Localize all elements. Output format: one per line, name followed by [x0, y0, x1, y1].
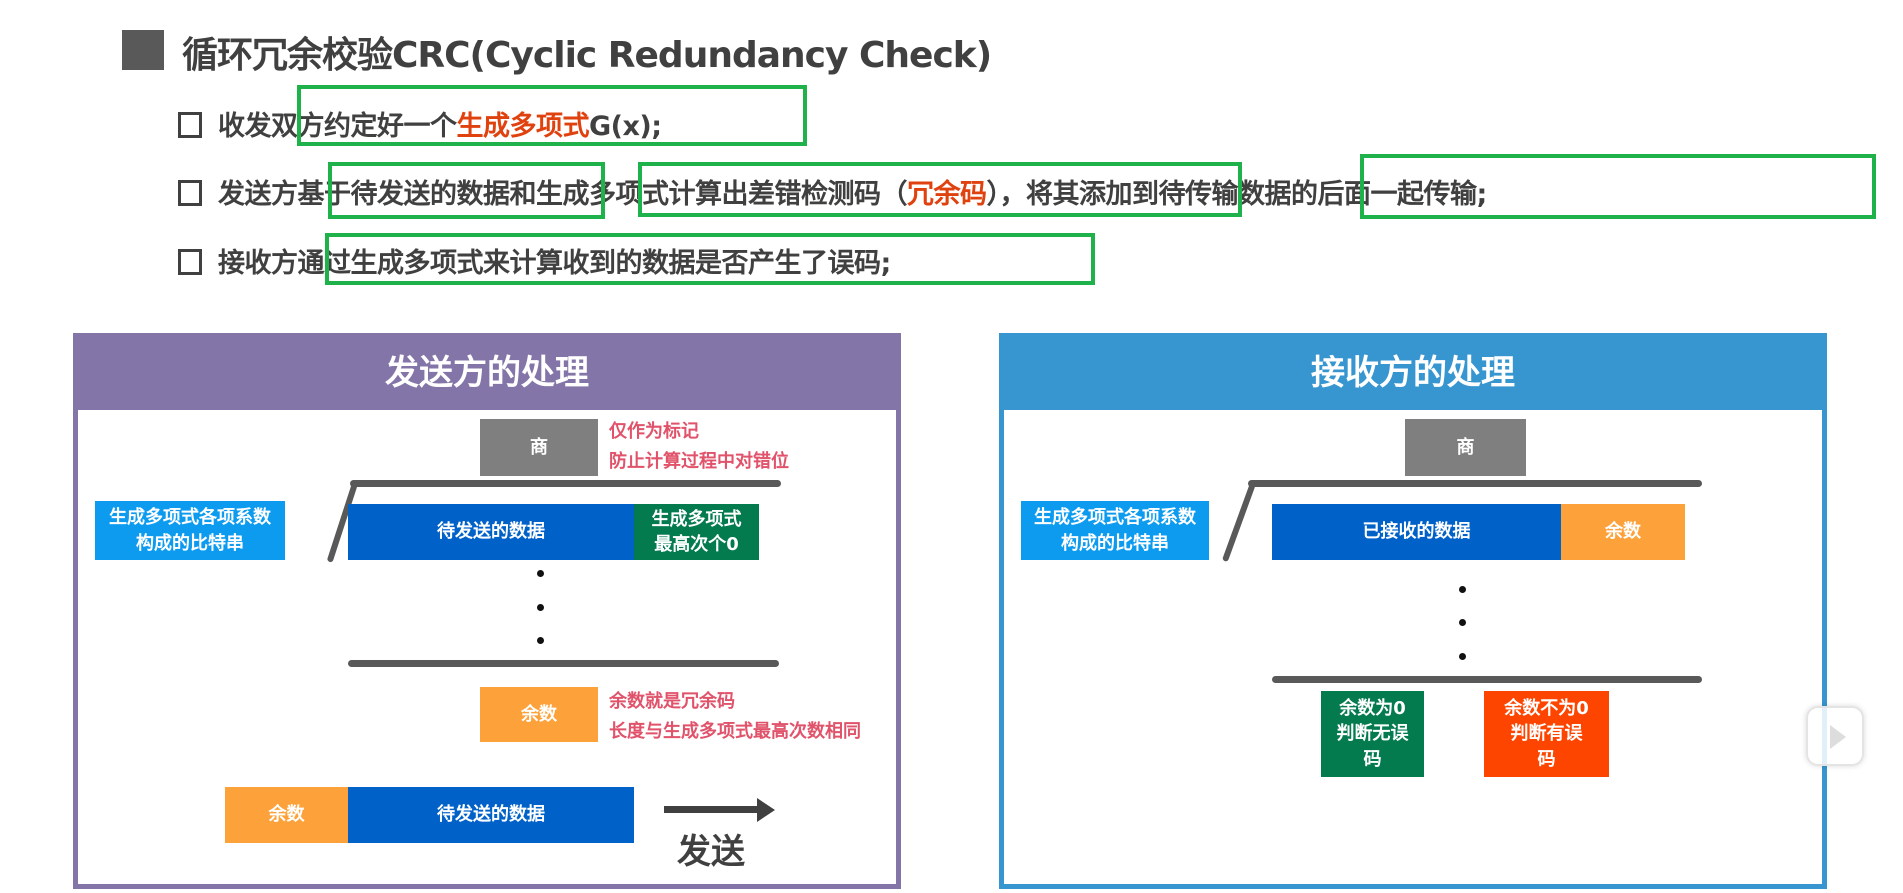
- final-data-box: 待发送的数据: [348, 787, 634, 843]
- receiver-header: 接收方的处理: [1004, 338, 1822, 410]
- zeros-box: 生成多项式最高次个0: [634, 504, 759, 560]
- highlight-text: 生成多项式: [456, 111, 590, 142]
- bullet-text: 发送方基于待发送的数据和生成多项式计算出差错检测码（: [218, 179, 908, 210]
- annotation-box: [297, 85, 807, 146]
- quotient-note: 仅作为标记防止计算过程中对错位: [609, 421, 789, 472]
- bullet-3: 接收方通过生成多项式来计算收到的数据是否产生了误码;: [178, 241, 891, 280]
- highlight-text: 冗余码: [907, 179, 987, 210]
- bullet-1: 收发双方约定好一个生成多项式G(x);: [178, 104, 662, 143]
- bullet-text: G(x);: [589, 111, 662, 142]
- play-button[interactable]: [1806, 706, 1864, 766]
- divisor-box: 生成多项式各项系数构成的比特串: [1021, 501, 1209, 560]
- division-line: [1248, 480, 1702, 487]
- annotation-box: [1360, 154, 1876, 219]
- ellipsis-dot: [537, 570, 544, 577]
- sender-panel: 发送方的处理: [73, 333, 901, 889]
- checkbox-icon: [178, 112, 202, 138]
- remainder-box: 余数: [1561, 504, 1685, 560]
- received-data-box: 已接收的数据: [1272, 504, 1561, 560]
- send-label: 发送: [677, 832, 745, 872]
- result-line: [1272, 676, 1702, 683]
- arrow-head-icon: [757, 798, 775, 822]
- annotation-box: [328, 162, 605, 219]
- bullet-text: 接收方通过生成多项式来计算收到的数据是否产生了误码;: [218, 248, 891, 279]
- final-remainder-box: 余数: [225, 787, 348, 843]
- receiver-panel: 接收方的处理: [999, 333, 1827, 889]
- quotient-box: 商: [1405, 419, 1526, 476]
- ellipsis-dot: [537, 604, 544, 611]
- error-box: 余数不为0 判断有误码: [1484, 691, 1609, 777]
- data-box: 待发送的数据: [348, 504, 634, 560]
- page-title: 循环冗余校验CRC(Cyclic Redundancy Check): [182, 35, 992, 76]
- result-line: [348, 660, 779, 667]
- ellipsis-dot: [1459, 653, 1466, 660]
- title-marker: [122, 30, 164, 70]
- division-line: [350, 480, 781, 487]
- annotation-box: [325, 233, 1095, 285]
- play-icon: [1830, 725, 1846, 749]
- checkbox-icon: [178, 180, 202, 206]
- checkbox-icon: [178, 249, 202, 275]
- send-arrow-icon: [664, 806, 759, 813]
- bullet-text: ），将其添加到待传输数据的后面一起传输;: [986, 179, 1488, 210]
- sender-header: 发送方的处理: [78, 338, 896, 410]
- quotient-box: 商: [480, 419, 598, 476]
- divisor-box: 生成多项式各项系数构成的比特串: [95, 501, 285, 560]
- ellipsis-dot: [1459, 619, 1466, 626]
- remainder-note: 余数就是冗余码长度与生成多项式最高次数相同: [609, 691, 861, 742]
- ellipsis-dot: [537, 637, 544, 644]
- bullet-text: 收发双方约定好一个: [218, 111, 457, 142]
- no-error-box: 余数为0 判断无误码: [1321, 691, 1424, 777]
- remainder-box: 余数: [480, 687, 598, 742]
- annotation-box: [638, 162, 1242, 217]
- ellipsis-dot: [1459, 586, 1466, 593]
- bullet-2: 发送方基于待发送的数据和生成多项式计算出差错检测码（冗余码），将其添加到待传输数…: [178, 172, 1487, 211]
